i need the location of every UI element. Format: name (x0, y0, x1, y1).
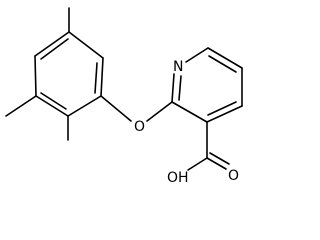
ether-oxygen-label: O (134, 119, 145, 135)
benzene-bond-3 (67, 95, 102, 117)
benzene-bond-6-inner (40, 38, 69, 60)
pyridine-bond-c4-c3-inner (207, 101, 237, 116)
benzene-bond-1 (68, 31, 104, 59)
benzene-bond-6 (34, 31, 70, 57)
methyl-bond-left (5, 95, 37, 117)
pyridine-bond-n-c6 (185, 47, 209, 63)
benzene-bond-2 (100, 57, 104, 97)
ether-bond-right (146, 101, 173, 122)
ether-bond-left (100, 95, 132, 122)
pyridine-bond-c6-c5 (207, 47, 243, 69)
benzene-bond-4-inner (40, 92, 67, 110)
pyridine-bond-c2-n (171, 73, 175, 103)
carboxyl-oh-label: OH (167, 170, 189, 186)
pyridine-ring (171, 47, 243, 123)
pyridine-bond-c6-c5-inner (208, 55, 237, 73)
nitrogen-label: N (173, 59, 183, 75)
chemical-structure-diagram: N O OH O (5, 7, 243, 186)
carbonyl-bond-a (206, 157, 227, 170)
pyridine-bond-c3-c2 (171, 101, 208, 123)
benzene-bond-5 (34, 55, 37, 97)
pyridine-bond-c4-c3 (206, 105, 243, 123)
carbonyl-bond-b (209, 152, 230, 165)
carbonyl-oxygen-label: O (228, 168, 239, 184)
carboxyl-bond-oh (187, 157, 208, 171)
benzene-ring (34, 31, 104, 117)
benzene-bond-4 (35, 95, 69, 117)
pyridine-bond-c2-n-inner (178, 75, 182, 101)
benzene-bond-2-inner (94, 62, 98, 94)
